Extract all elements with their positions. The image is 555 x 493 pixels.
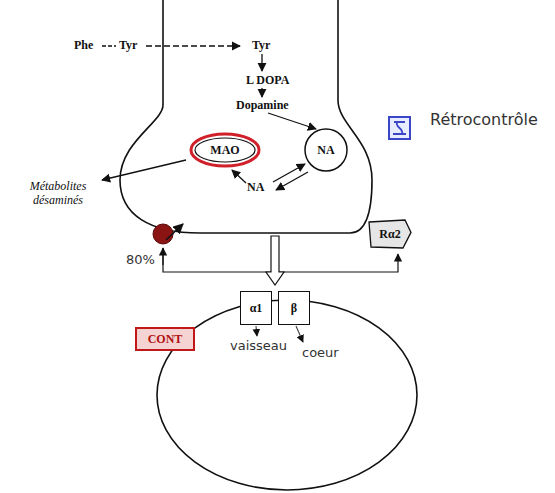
amino-acid: Tyr	[119, 38, 137, 53]
enzyme-oval: MAO	[189, 132, 261, 168]
node-text: MAO	[210, 143, 239, 158]
feedback-line	[163, 248, 398, 272]
amino-acid: Tyr	[252, 38, 270, 53]
presynaptic-terminal	[120, 0, 372, 233]
reuptake-percent: 80%	[126, 252, 155, 267]
release-arrow	[266, 236, 284, 285]
neurotransmitter-name: NA	[247, 180, 264, 195]
amino-acid: Phe	[74, 38, 93, 53]
feedback-note: Rétrocontrôle	[430, 110, 538, 129]
metabolite-note: Métabolites désaminés	[14, 180, 102, 208]
receptor-box: Rα2	[367, 218, 413, 250]
metabolism-arrow	[232, 170, 246, 183]
node-text: NA	[317, 143, 334, 158]
target-organ: vaisseau	[230, 338, 287, 353]
node-text: Rα2	[379, 227, 400, 242]
precursor-name: L DOPA	[246, 73, 289, 88]
receptor-box: α1	[240, 291, 272, 325]
blue-symbol	[389, 117, 410, 139]
synthesis-arrow	[261, 54, 262, 71]
node-text: α1	[250, 301, 263, 316]
reuptake-transporter	[153, 224, 173, 244]
uptake-arrow	[268, 113, 316, 129]
node-text: CONT	[148, 332, 183, 347]
precursor-name: Dopamine	[236, 98, 289, 113]
vesicle-circle: NA	[304, 128, 348, 172]
contraction-box: CONT	[135, 327, 195, 351]
target-organ: coeur	[302, 345, 339, 360]
synthesis-arrow	[261, 88, 262, 97]
postsynaptic-cell	[157, 300, 417, 490]
metabolism-arrow	[102, 160, 186, 180]
receptor-box: β	[278, 291, 310, 325]
node-text: β	[291, 301, 297, 316]
